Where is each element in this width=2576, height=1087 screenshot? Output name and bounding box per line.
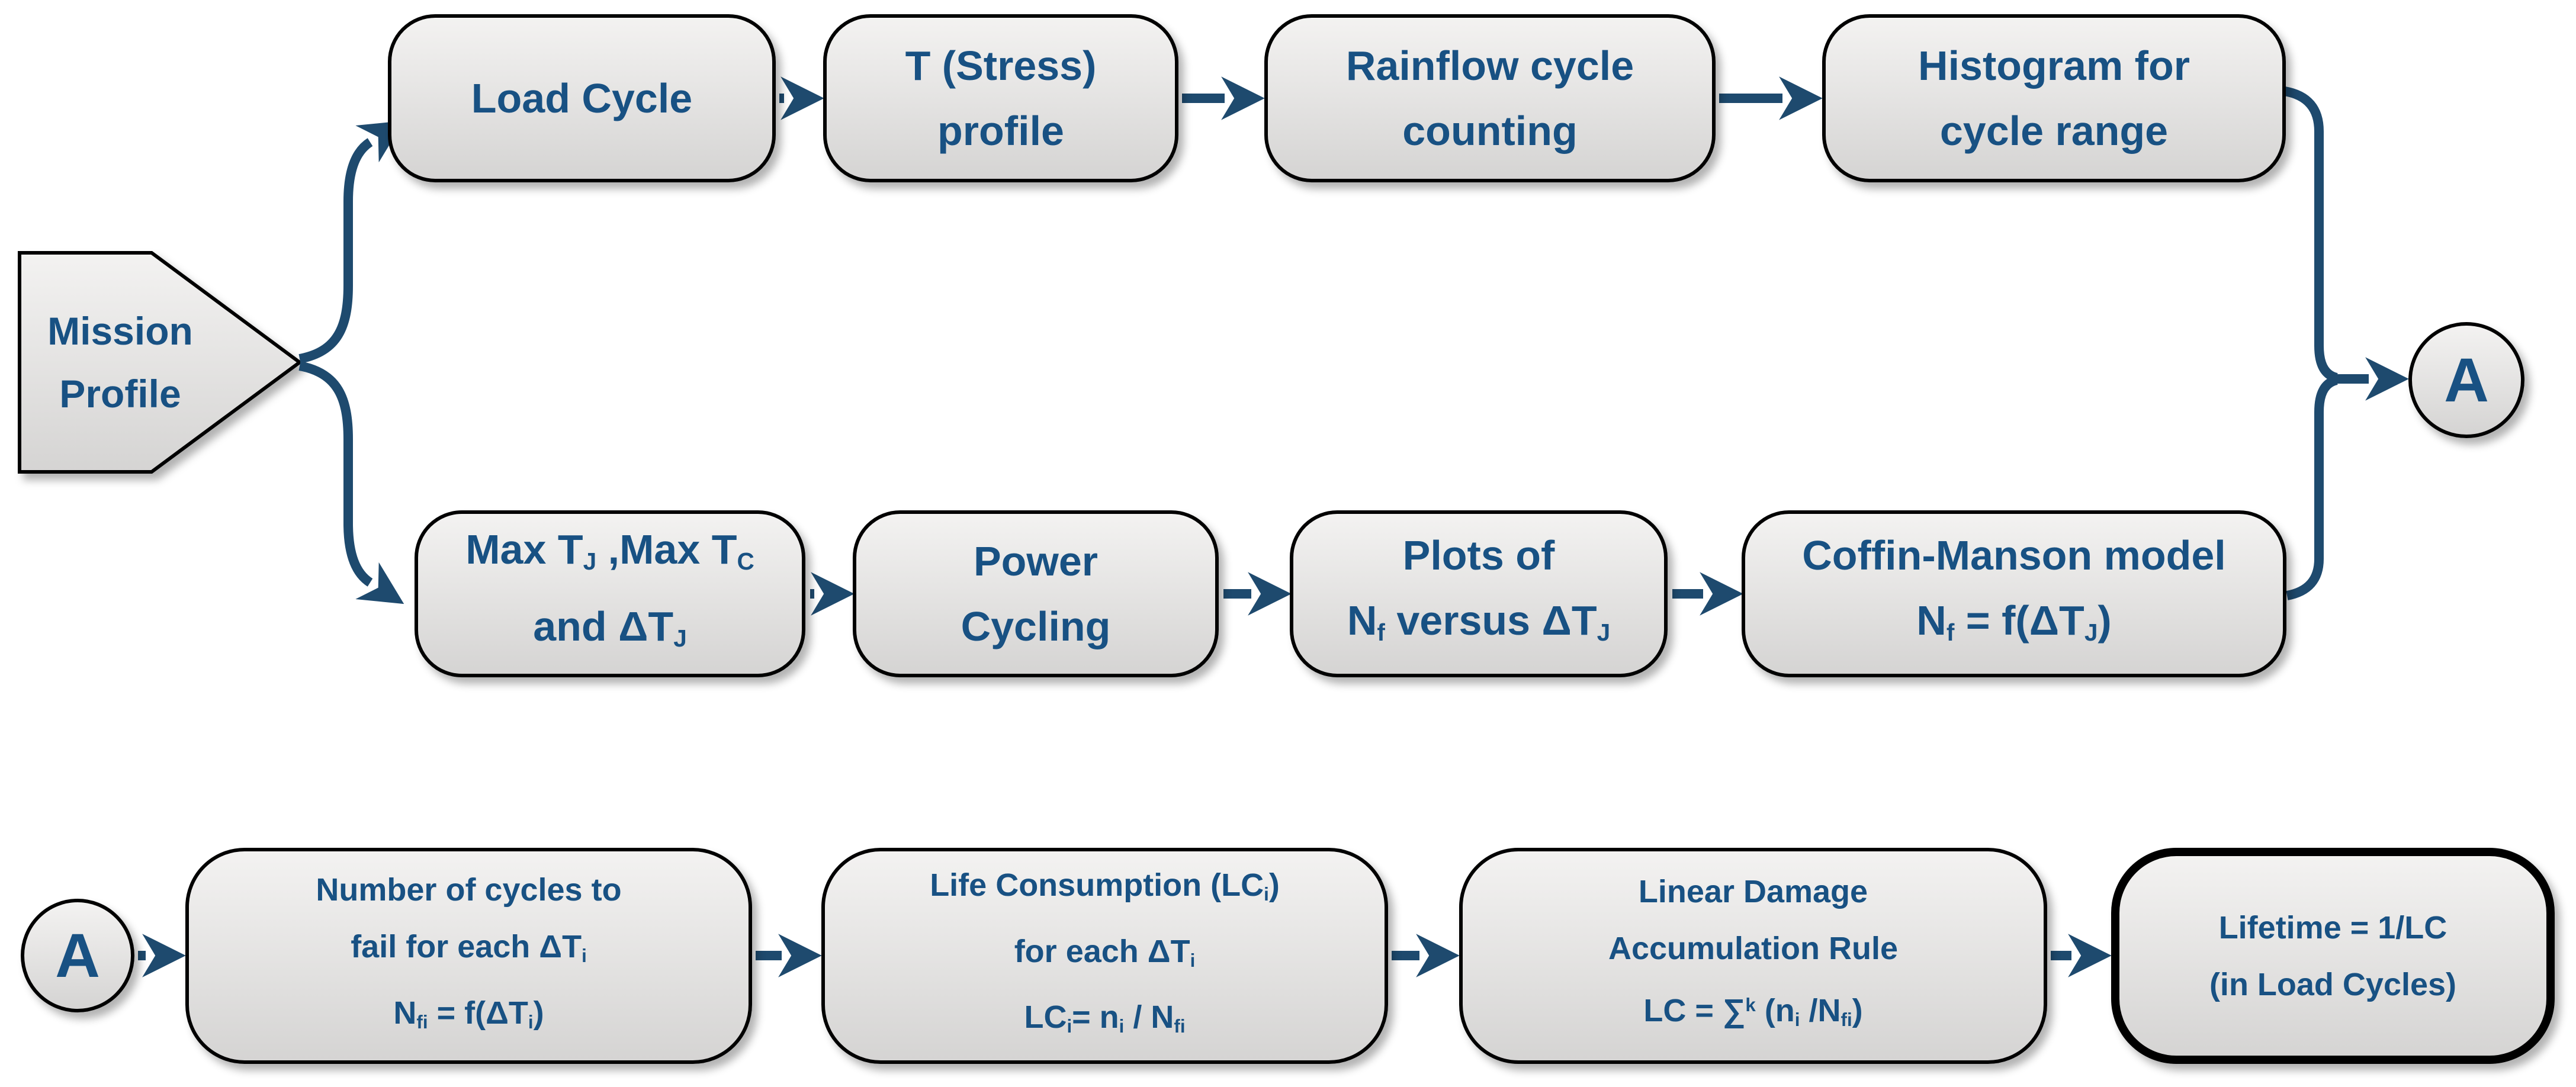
line-coffin-manson-to-merge <box>2286 375 2339 600</box>
node-lifetime-result: Lifetime = 1/LC(in Load Cycles) <box>2111 848 2555 1064</box>
line-histogram-to-merge <box>2283 86 2339 382</box>
node-label: Load Cycle <box>471 75 693 121</box>
node-load-cycle: Load Cycle <box>388 14 776 182</box>
node-label: T (Stress)profile <box>905 43 1097 154</box>
connector-label: A <box>55 921 100 990</box>
connector-a-bottom: A <box>21 899 134 1012</box>
node-t-stress-profile: T (Stress)profile <box>823 14 1178 182</box>
arrow-mission-to-max-t <box>298 361 404 604</box>
node-label: Lifetime = 1/LC(in Load Cycles) <box>2209 909 2457 1002</box>
connector-a-top: A <box>2408 322 2524 438</box>
mission-profile-pentagon <box>18 251 303 474</box>
arrow-mission-to-load-cycle <box>298 120 404 364</box>
connector-label: A <box>2444 345 2489 415</box>
